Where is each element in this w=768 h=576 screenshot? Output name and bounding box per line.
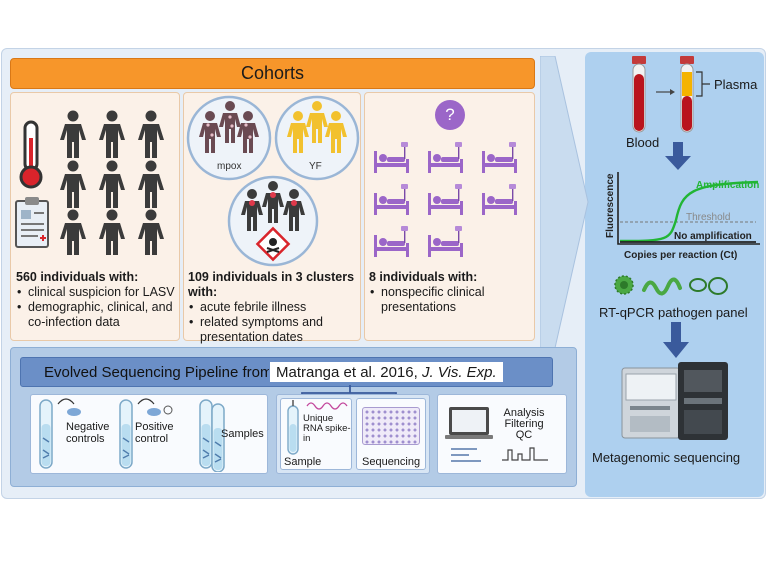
samples-label: Samples [221,428,264,440]
amplification-curve [619,180,759,243]
positive-control-label: Positive control [135,421,174,445]
list-item: demographic, clinical, and co-infection … [17,300,178,330]
copies-label: Copies per reaction (Ct) [624,250,737,261]
qc-label: QC [515,429,533,441]
laptop-icon [445,407,493,462]
down-arrow-icon [663,322,689,358]
citation: Matranga et al. 2016, J. Vis. Exp. [269,361,504,383]
citation-journal: J. Vis. Exp. [421,364,497,381]
list-item: nonspecific clinical presentations [370,285,533,315]
cohorts-header: Cohorts [10,58,535,89]
sequencer-icon [621,362,728,440]
spike-in-label: Unique RNA spike-in [303,413,351,444]
rna-squiggle-icon [306,402,348,410]
analysis-label: Analysis [503,407,545,419]
filtering-label: Filtering [504,418,544,430]
cohort-clusters-text: 109 individuals in 3 clusters with: acut… [188,270,358,345]
pipeline-title-bar: Evolved Sequencing Pipeline from Matrang… [20,357,553,387]
sequencing-label: Sequencing [362,456,421,468]
qc-trace-icon [502,447,548,461]
people-grid-icon [60,110,164,255]
clusters-icon: mpox YF [186,95,360,267]
cohort-nonspecific-text: 8 individuals with: nonspecific clinical… [369,270,533,315]
thermometer-icon [19,120,43,189]
pathogens-icon [614,275,728,296]
tubes-icon [39,398,225,472]
yf-label: YF [309,161,322,172]
fluorescence-label: Fluorescence [605,173,616,238]
plasma-label: Plasma [714,77,758,92]
negative-controls-label: Negative controls [66,421,110,445]
list-item: clinical suspicion for LASV [17,285,178,300]
threshold-label: Threshold [686,212,730,223]
cohort-lasv-heading: 560 individuals with: [16,270,139,284]
sample-tube-icon [287,400,299,455]
qpcr-chart: Fluorescence Amplification Threshold No … [605,172,760,261]
cohort-nonspecific-heading: 8 individuals with: [369,270,478,284]
no-amplification-label: No amplification [674,231,752,242]
cohort-clusters-heading: 109 individuals in 3 clusters with: [188,270,355,299]
pathogen-panel-label: RT-qPCR pathogen panel [599,305,748,320]
controls-panel [30,394,268,474]
clipboard-icon [15,197,49,248]
metagenomic-sequencing-label: Metagenomic sequencing [592,450,741,465]
analysis-steps: Analysis Filtering QC [499,408,549,441]
sample-label: Sample [284,456,322,468]
citation-authors: Matranga et al. 2016, [276,364,418,381]
pipeline-title: Evolved Sequencing Pipeline from [44,364,273,381]
question-mark-icon: ? [435,100,465,130]
blood-tubes-icon [632,56,710,133]
amplification-label: Amplification [696,180,759,191]
plate-icon [362,407,420,445]
list-item: acute febrile illness [189,300,358,315]
blood-label: Blood [626,135,660,150]
hospital-beds-icon [374,142,517,257]
chevron-arrow-icon [540,56,589,348]
list-item: related symptoms and presentation dates [189,315,358,345]
down-arrow-icon [665,142,691,170]
cohort-lasv-text: 560 individuals with: clinical suspicion… [16,270,178,330]
mpox-label: mpox [217,161,241,172]
